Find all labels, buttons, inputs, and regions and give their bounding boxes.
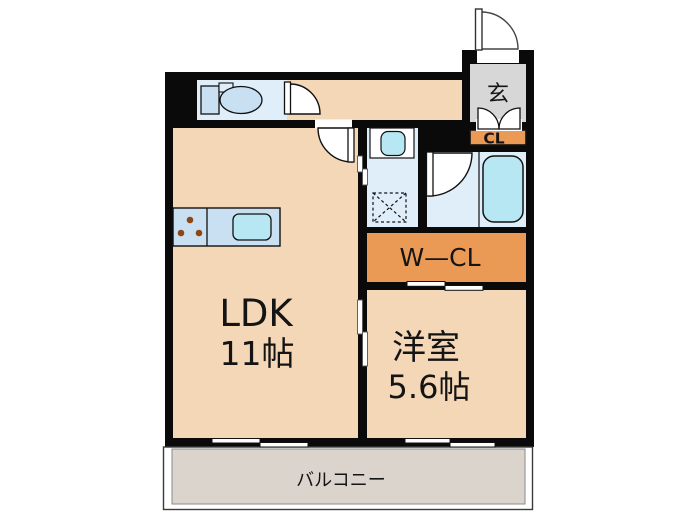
wcl-sliding-door (406, 281, 484, 291)
stove-burner (177, 229, 185, 237)
window-panel (449, 442, 496, 448)
sliding-panel (444, 285, 484, 291)
walk-in-closet-label: W—CL (399, 243, 480, 272)
wall-segment (526, 50, 534, 447)
wall-segment (358, 227, 526, 233)
toilet-door-swing (289, 83, 321, 115)
washer-pan (372, 192, 407, 223)
room-walk-in-closet (367, 233, 526, 282)
room-ldk (173, 128, 358, 438)
balcony (162, 446, 534, 511)
western-room-label: 洋室 (392, 328, 460, 368)
toilet-fixture (200, 82, 263, 115)
entrance-label: 玄 (487, 82, 509, 107)
closet-double-doors (476, 107, 522, 131)
window-panel (404, 438, 451, 444)
western-room-sliding-door (357, 299, 368, 367)
western-room-size-label: 5.6帖 (388, 368, 471, 406)
sliding-panel (406, 281, 446, 287)
ldk-door-opening (315, 119, 352, 129)
room-western (367, 290, 526, 438)
bath-fixtures (478, 152, 524, 227)
balcony-floor (171, 448, 526, 505)
bathroom-door-leaf (425, 151, 434, 197)
sliding-panel (357, 299, 363, 335)
toilet-bowl (219, 85, 263, 115)
vanity-unit (369, 127, 415, 159)
closet-door-right (498, 107, 521, 130)
wall-segment (165, 72, 463, 80)
sliding-panel (362, 168, 368, 186)
kitchen-counter (172, 207, 281, 247)
ldk-door (315, 119, 355, 163)
ldk-size-label: 11帖 (220, 334, 295, 373)
balcony-label: バルコニー (296, 470, 386, 491)
ldk-window (211, 438, 309, 448)
window-panel (211, 438, 261, 444)
washroom-sliding-door (357, 155, 368, 186)
western-room-window (404, 438, 496, 448)
ldk-door-leaf (347, 127, 355, 163)
entry-door-swing (480, 11, 519, 50)
wall-segment (173, 80, 197, 120)
entry-door-leaf (474, 8, 483, 51)
stove-burner (186, 216, 194, 224)
sliding-panel (362, 331, 368, 367)
bathtub (482, 155, 524, 223)
window-panel (259, 442, 309, 448)
wall-segment (467, 145, 526, 152)
toilet-tank (200, 85, 220, 115)
sliding-panel (357, 155, 363, 173)
washer-cross (372, 192, 407, 223)
closet-label: CL (483, 130, 504, 148)
ldk-label: LDK (219, 292, 294, 335)
washing-machine-space (372, 192, 407, 223)
toilet-door (283, 81, 321, 115)
wall-segment (165, 438, 534, 447)
kitchen-sink (232, 213, 272, 241)
washer-cross (372, 192, 407, 223)
entry-threshold (477, 50, 519, 63)
walls (165, 50, 534, 447)
bathroom-door (425, 151, 473, 197)
wall-segment (165, 72, 173, 447)
stove-burner (195, 229, 203, 237)
toilet-door-leaf (283, 81, 292, 115)
vanity-sink (380, 130, 406, 157)
wall-segment (418, 128, 427, 233)
wall-segment (462, 50, 470, 130)
entry-door (474, 8, 519, 63)
